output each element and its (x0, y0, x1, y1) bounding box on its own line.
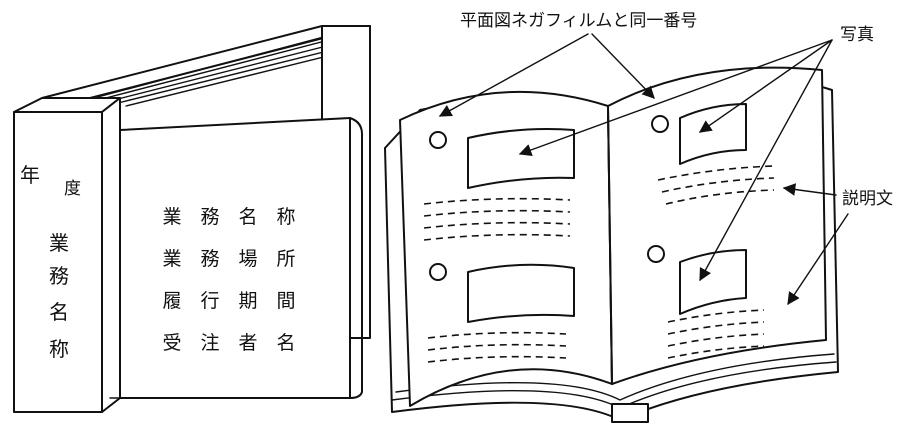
photo-frame (679, 249, 747, 315)
caption-lines (423, 197, 571, 363)
spine-year-suffix-label: 度 (64, 179, 81, 199)
binder: 年 度 業 務 名 称 業 務 名 称 業 務 場 所 履 行 期 間 受 注 … (13, 25, 371, 413)
spine-name-char: 務 (49, 264, 69, 288)
caption-label: 説明文 (842, 189, 893, 209)
cover-char: 称 (276, 206, 295, 228)
spine-name-char: 業 (49, 231, 69, 255)
cover-char: 注 (200, 332, 219, 354)
cover-char: 場 (238, 248, 257, 270)
cover-char: 所 (276, 248, 295, 270)
binding-hole (647, 245, 665, 263)
negative-number-label: 平面図ネガフィルムと同一番号 (460, 11, 697, 31)
binder-spine (13, 111, 103, 413)
leader-arrow (438, 33, 589, 117)
cover-char: 者 (238, 332, 257, 354)
cover-char: 業 (162, 248, 181, 270)
spine-name-char: 称 (49, 337, 69, 361)
leader-arrows (438, 33, 849, 306)
cover-char: 履 (162, 290, 181, 312)
binding-hole (651, 115, 669, 133)
caption-lines (657, 165, 775, 359)
binder-cover (119, 117, 351, 399)
leader-arrow (699, 39, 833, 282)
cover-char: 業 (162, 206, 181, 228)
leader-arrow (591, 33, 655, 99)
leader-arrow (698, 39, 833, 133)
spine-year-label: 年 (20, 163, 40, 187)
album-right-page (607, 66, 827, 385)
binder-cover-curl (349, 117, 363, 399)
cover-text-block: 業 務 名 称 業 務 場 所 履 行 期 間 受 注 者 名 (162, 206, 295, 354)
cover-char: 期 (238, 290, 257, 312)
leader-arrow (787, 213, 849, 306)
spine-name-column: 業 務 名 称 (49, 231, 69, 361)
cover-char: 行 (200, 290, 219, 312)
spine-name-char: 名 (49, 300, 69, 324)
open-album: 平面図ネガフィルムと同一番号 写真 説明文 (384, 11, 893, 423)
leader-arrow (518, 39, 833, 157)
cover-char: 名 (276, 332, 295, 354)
cover-char: 務 (200, 206, 219, 228)
binding-hole (429, 263, 447, 281)
cover-char: 名 (238, 206, 257, 228)
cover-char: 間 (276, 290, 295, 312)
cover-char: 務 (200, 248, 219, 270)
photo-label: 写真 (840, 25, 874, 45)
album-foot (611, 403, 649, 423)
photo-frame (679, 103, 747, 165)
leader-arrow (782, 183, 837, 196)
binder-spine-side (101, 97, 121, 413)
binding-hole (429, 131, 447, 149)
binder-top-pages (41, 25, 371, 99)
photo-frame (467, 263, 575, 323)
cover-char: 受 (162, 332, 181, 354)
